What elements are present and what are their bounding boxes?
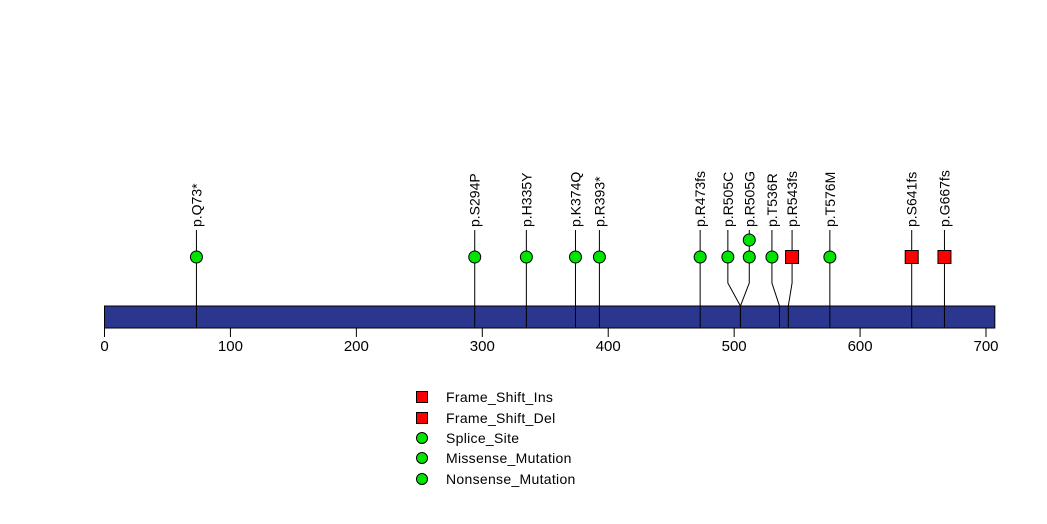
missense-mutation-marker-icon — [416, 452, 428, 465]
mutation-label: p.R393* — [591, 176, 607, 227]
protein-domain-bar — [104, 305, 996, 329]
mutation-marker-circle — [693, 250, 707, 264]
legend-item-missense-mutation: Missense_Mutation — [412, 448, 576, 468]
mutation-marker-circle — [468, 250, 482, 264]
mutation-marker-square — [904, 250, 919, 264]
axis-tick-label: 0 — [100, 338, 108, 355]
legend: Frame_Shift_Ins Frame_Shift_Del Splice_S… — [412, 387, 576, 489]
splice-site-marker-icon — [416, 431, 428, 444]
mutation-marker-circle — [568, 250, 582, 264]
mutation-label: p.R505G — [741, 171, 757, 227]
legend-item-frame-shift-del: Frame_Shift_Del — [412, 407, 576, 427]
mutation-label: p.T536R — [764, 173, 780, 227]
legend-label-missense-mutation: Missense_Mutation — [446, 450, 572, 467]
mutation-label: p.H335Y — [518, 172, 534, 227]
legend-item-nonsense-mutation: Nonsense_Mutation — [412, 469, 576, 489]
legend-label-splice-site: Splice_Site — [446, 429, 520, 446]
mutation-label: p.R543fs — [784, 171, 800, 227]
mutation-marker-circle — [742, 233, 756, 247]
legend-item-frame-shift-ins: Frame_Shift_Ins — [412, 387, 576, 407]
nonsense-mutation-marker-icon — [416, 472, 428, 485]
legend-item-splice-site: Splice_Site — [412, 428, 576, 448]
mutation-marker-circle — [519, 250, 533, 264]
mutation-marker-circle — [721, 250, 735, 264]
axis-tick-label: 500 — [722, 338, 747, 355]
mutation-marker-circle — [189, 250, 203, 264]
mutation-marker-circle — [765, 250, 779, 264]
mutation-label: p.T576M — [822, 172, 838, 227]
axis-tick-label: 300 — [470, 338, 495, 355]
mutation-label: p.Q73* — [188, 183, 204, 227]
mutation-label: p.R473fs — [692, 171, 708, 227]
axis-tick-label: 600 — [848, 338, 873, 355]
mutation-label: p.S294P — [467, 173, 483, 227]
mutation-marker-square — [785, 250, 800, 264]
mutation-label: p.R505C — [720, 172, 736, 227]
mutation-marker-circle — [742, 250, 756, 264]
legend-label-frame-shift-del: Frame_Shift_Del — [446, 409, 556, 426]
mutation-label: p.G667fs — [936, 170, 952, 227]
mutation-marker-circle — [592, 250, 606, 264]
axis-tick-label: 100 — [218, 338, 243, 355]
mutation-label: p.K374Q — [567, 172, 583, 227]
axis-tick-label: 400 — [596, 338, 621, 355]
mutation-marker-circle — [823, 250, 837, 264]
frame-shift-del-marker-icon — [416, 411, 428, 424]
frame-shift-ins-marker-icon — [416, 391, 428, 404]
mutation-marker-square — [937, 250, 952, 264]
axis-tick-label: 200 — [344, 338, 369, 355]
mutation-label: p.S641fs — [904, 172, 920, 227]
legend-label-frame-shift-ins: Frame_Shift_Ins — [446, 389, 554, 406]
legend-label-nonsense-mutation: Nonsense_Mutation — [446, 470, 576, 487]
axis-tick-label: 700 — [973, 338, 998, 355]
